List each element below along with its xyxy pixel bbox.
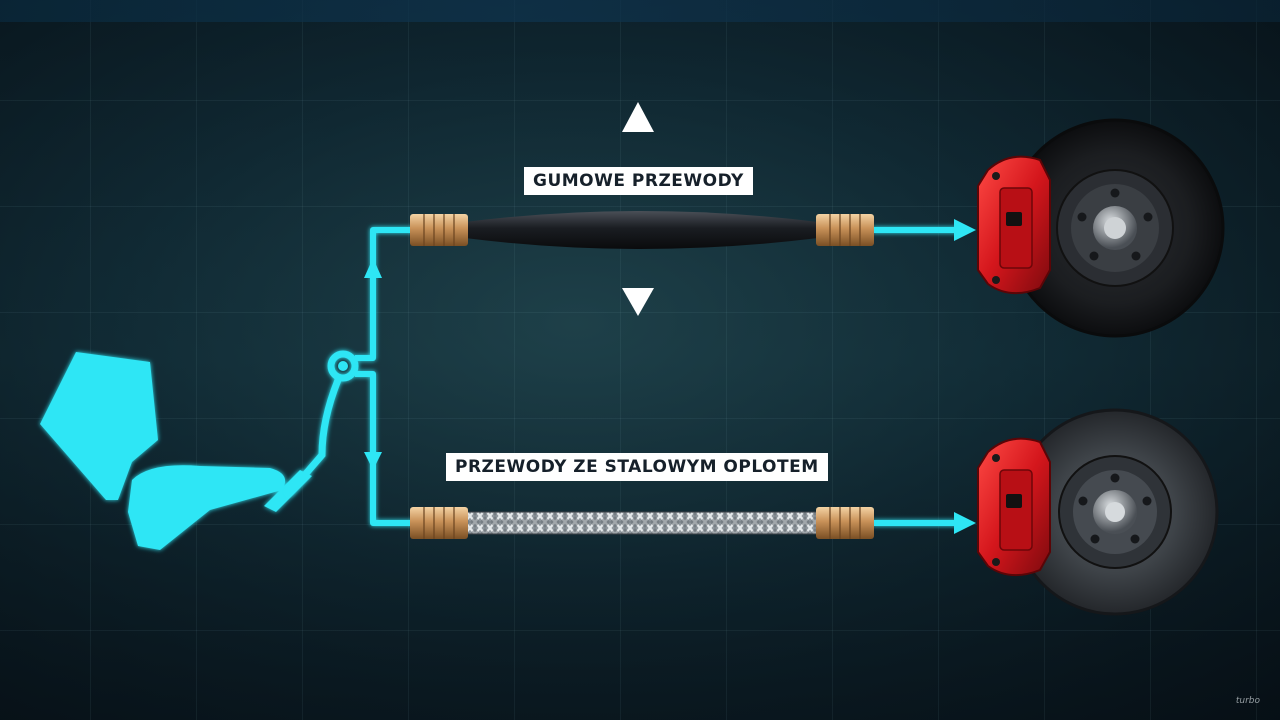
caliper-icon: [977, 155, 1051, 295]
braid-fitting-right: [816, 507, 874, 539]
hose-fitting-right: [816, 214, 874, 246]
flow-right-arrow-bottom-icon: [954, 512, 976, 534]
steel-braided-hose: [410, 507, 874, 539]
caliper-icon: [977, 437, 1051, 577]
steel-braided-hose-label: PRZEWODY ZE STALOWYM OPLOTEM: [446, 453, 828, 481]
hose-fitting-left: [410, 214, 468, 246]
contract-down-arrow-icon: [622, 288, 654, 316]
foot-on-pedal-icon: [40, 352, 312, 550]
brake-disc-icon: [1005, 118, 1225, 338]
expand-up-arrow-icon: [622, 102, 654, 132]
pedal-pivot: [286, 350, 359, 496]
top-bar: [0, 0, 1280, 22]
channel-watermark: turbo: [1235, 696, 1260, 706]
hydraulic-lines: [355, 227, 958, 526]
flow-up-arrow-icon: [364, 258, 382, 278]
brake-disc-icon: [1011, 408, 1219, 616]
flow-down-arrow-icon: [364, 452, 382, 470]
rubber-hose-label: GUMOWE PRZEWODY: [524, 167, 753, 195]
flow-right-arrow-top-icon: [954, 219, 976, 241]
pivot-center: [338, 361, 348, 371]
braid-fitting-left: [410, 507, 468, 539]
rubber-hose: [410, 211, 874, 249]
